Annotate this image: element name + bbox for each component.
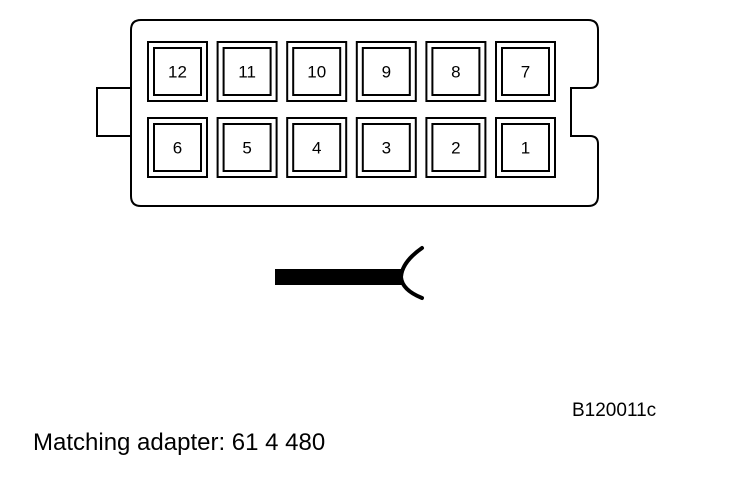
pin-number: 5 bbox=[242, 139, 251, 158]
figure-id: B120011c bbox=[572, 400, 657, 421]
pin-number: 9 bbox=[382, 63, 391, 82]
pin-outer-frame bbox=[355, 117, 417, 178]
pin-number: 10 bbox=[307, 63, 326, 82]
pin-outer-frame bbox=[286, 41, 348, 102]
pin-outer-frame bbox=[147, 41, 208, 102]
pin-number: 12 bbox=[168, 63, 187, 82]
pin-inner-frame bbox=[292, 47, 342, 96]
pin-cell: 9 bbox=[355, 41, 417, 102]
pin-inner-frame bbox=[501, 47, 550, 96]
pin-outer-frame bbox=[216, 117, 278, 178]
pin-number: 6 bbox=[173, 139, 182, 158]
pin-outer-frame bbox=[495, 117, 556, 178]
pin-cell: 2 bbox=[425, 117, 487, 178]
pin-cell: 12 bbox=[147, 41, 208, 102]
pin-number: 1 bbox=[521, 139, 530, 158]
pin-inner-frame bbox=[153, 123, 202, 172]
pin-inner-frame bbox=[501, 123, 550, 172]
pin-outer-frame bbox=[147, 117, 208, 178]
caption: Matching adapter: 61 4 480 bbox=[33, 429, 326, 456]
pin-cell: 1 bbox=[495, 117, 556, 178]
pin-outer-frame bbox=[425, 117, 487, 178]
cable-fork-symbol bbox=[398, 246, 424, 300]
pin-cell: 6 bbox=[147, 117, 208, 178]
pin-number: 8 bbox=[451, 63, 460, 82]
pin-inner-frame bbox=[361, 123, 411, 172]
pin-outer-frame bbox=[425, 41, 487, 102]
pin-inner-frame bbox=[222, 123, 272, 172]
pin-number: 11 bbox=[238, 63, 256, 82]
pin-inner-frame bbox=[222, 47, 272, 96]
pin-cell: 4 bbox=[286, 117, 348, 178]
pin-cell: 8 bbox=[425, 41, 487, 102]
connector-left-tab bbox=[96, 87, 131, 137]
pin-cell: 11 bbox=[216, 41, 278, 102]
pin-outer-frame bbox=[216, 41, 278, 102]
pin-cell: 10 bbox=[286, 41, 348, 102]
pin-inner-frame bbox=[153, 47, 202, 96]
pin-inner-frame bbox=[431, 123, 481, 172]
cable-symbol bbox=[275, 269, 403, 285]
pin-number: 3 bbox=[382, 139, 391, 158]
pin-number: 2 bbox=[451, 139, 460, 158]
connector-housing bbox=[130, 19, 599, 207]
pin-inner-frame bbox=[431, 47, 481, 96]
pin-number: 7 bbox=[521, 63, 530, 82]
pin-cell: 7 bbox=[495, 41, 556, 102]
pin-inner-frame bbox=[361, 47, 411, 96]
pin-outer-frame bbox=[286, 117, 348, 178]
pin-outer-frame bbox=[355, 41, 417, 102]
pin-cell: 5 bbox=[216, 117, 278, 178]
pin-outer-frame bbox=[495, 41, 556, 102]
pin-number: 4 bbox=[312, 139, 321, 158]
connector-pins: 12 11 10 9 8 7 6 5 4 3 2 1 bbox=[147, 41, 556, 178]
pin-cell: 3 bbox=[355, 117, 417, 178]
pin-inner-frame bbox=[292, 123, 342, 172]
